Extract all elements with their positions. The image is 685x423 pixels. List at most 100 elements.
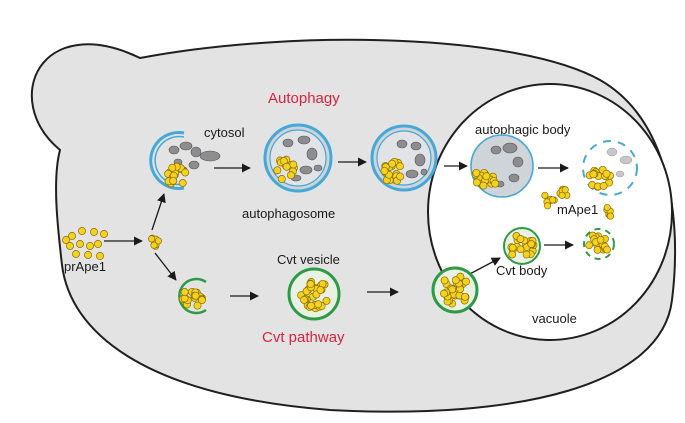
prape1-particle bbox=[522, 250, 531, 259]
prape1-particle bbox=[84, 251, 92, 259]
cvt-pathway-title: Cvt pathway bbox=[262, 329, 345, 346]
prape1-particle bbox=[491, 179, 500, 188]
prape1-particle bbox=[178, 179, 187, 187]
free-prape1 bbox=[62, 227, 108, 260]
prape1-particle bbox=[596, 235, 605, 244]
arrow-complex-to-cvt bbox=[154, 252, 177, 281]
autophagic-body-cytosol bbox=[490, 142, 524, 188]
prape1-particle bbox=[396, 172, 405, 181]
mape1-cluster-2 bbox=[556, 185, 571, 199]
prape1-particle bbox=[593, 246, 602, 254]
prape1-particle bbox=[314, 300, 323, 309]
prape1-particle bbox=[68, 232, 76, 240]
prape1-particle bbox=[78, 227, 86, 235]
prape1-particle bbox=[602, 169, 611, 178]
prape1-particle bbox=[148, 235, 156, 243]
prape1-particle bbox=[451, 276, 460, 285]
mape1-cluster-3 bbox=[603, 203, 615, 220]
prape1-particle bbox=[516, 235, 525, 243]
prape1-particle bbox=[169, 176, 178, 185]
degraded-cvt-cargo bbox=[585, 231, 611, 254]
prape1-particle bbox=[589, 170, 598, 179]
arrow-cvt-fusing-to-cvt-body bbox=[465, 257, 501, 277]
prape1-particle bbox=[516, 245, 525, 254]
prape1-particle bbox=[603, 203, 611, 212]
cvt-body-cargo bbox=[507, 232, 538, 259]
autophagy-title: Autophagy bbox=[268, 90, 340, 107]
prape1-particle bbox=[395, 162, 404, 171]
prape1-particle bbox=[606, 212, 615, 220]
prape1-particle bbox=[86, 242, 94, 250]
prape1-clusters bbox=[62, 155, 615, 313]
prape1-complex bbox=[148, 234, 162, 250]
mape1-cluster-1 bbox=[541, 191, 558, 210]
prape1-particle bbox=[273, 166, 282, 175]
autophagosome-label: autophagosome bbox=[242, 206, 335, 221]
prape1-label: prApe1 bbox=[64, 259, 106, 274]
cvt-fusing-cargo bbox=[440, 272, 470, 308]
phagophore-cargo bbox=[164, 162, 190, 188]
prape1-particle bbox=[527, 240, 536, 248]
prape1-particle bbox=[96, 252, 104, 260]
prape1-particle bbox=[380, 166, 389, 175]
prape1-particle bbox=[168, 163, 177, 172]
degraded-autophagic-body bbox=[582, 140, 638, 196]
cvt-forming-cargo bbox=[178, 287, 206, 310]
prape1-particle bbox=[541, 191, 549, 199]
autophagosome-cargo bbox=[273, 155, 298, 183]
fusing-cargo bbox=[380, 157, 405, 185]
prape1-particle bbox=[62, 236, 70, 244]
prape1-particle bbox=[322, 296, 331, 305]
prape1-particle bbox=[599, 182, 608, 190]
prape1-particle bbox=[306, 280, 315, 289]
cvt-vesicle-label: Cvt vesicle bbox=[277, 252, 340, 267]
degraded-body-cargo bbox=[585, 165, 614, 191]
prape1-particle bbox=[316, 286, 325, 294]
cvt-body-label: Cvt body bbox=[496, 263, 548, 278]
cytosol-label: cytosol bbox=[204, 125, 245, 140]
prape1-particle bbox=[508, 243, 517, 252]
prape1-particle bbox=[561, 186, 569, 194]
prape1-particle bbox=[180, 288, 189, 296]
prape1-particle bbox=[90, 228, 98, 236]
autophagic-body-label: autophagic body bbox=[475, 122, 571, 137]
prape1-particle bbox=[482, 172, 491, 181]
prape1-particle bbox=[300, 296, 309, 304]
prape1-particle bbox=[287, 171, 295, 180]
prape1-particle bbox=[544, 202, 552, 210]
prape1-particle bbox=[472, 168, 481, 177]
prape1-particle bbox=[472, 178, 481, 187]
prape1-particle bbox=[461, 292, 469, 301]
prape1-particle bbox=[198, 296, 206, 305]
autophagosome bbox=[263, 123, 333, 193]
prape1-particle bbox=[72, 250, 80, 258]
prape1-particle bbox=[76, 240, 84, 248]
mape1-label: mApe1 bbox=[557, 202, 598, 217]
prape1-particle bbox=[508, 250, 517, 259]
prape1-particle bbox=[479, 181, 488, 190]
degraded-cvt-body bbox=[583, 228, 615, 260]
prape1-particle bbox=[462, 277, 470, 286]
prape1-particle bbox=[94, 240, 102, 248]
prape1-particle bbox=[603, 245, 611, 254]
prape1-particle bbox=[282, 162, 291, 171]
prape1-particle bbox=[150, 241, 158, 249]
prape1-particle bbox=[277, 175, 286, 183]
prape1-particle bbox=[193, 301, 202, 310]
prape1-particle bbox=[181, 168, 190, 177]
cvt-vesicle-cargo bbox=[297, 278, 331, 313]
autophagic-body-cargo bbox=[471, 168, 500, 190]
vacuole-label: vacuole bbox=[532, 311, 577, 326]
prape1-particle bbox=[558, 191, 566, 199]
prape1-particle bbox=[100, 230, 108, 238]
autophagosome-cytosol bbox=[282, 135, 323, 182]
prape1-particle bbox=[440, 276, 449, 285]
prape1-particle bbox=[440, 289, 448, 298]
prape1-particle bbox=[585, 241, 594, 249]
prape1-particle bbox=[289, 160, 298, 169]
arrow-complex-to-phagophore bbox=[151, 193, 166, 231]
prape1-particle bbox=[154, 237, 162, 245]
prape1-particle bbox=[191, 291, 200, 300]
prape1-particle bbox=[66, 242, 74, 250]
